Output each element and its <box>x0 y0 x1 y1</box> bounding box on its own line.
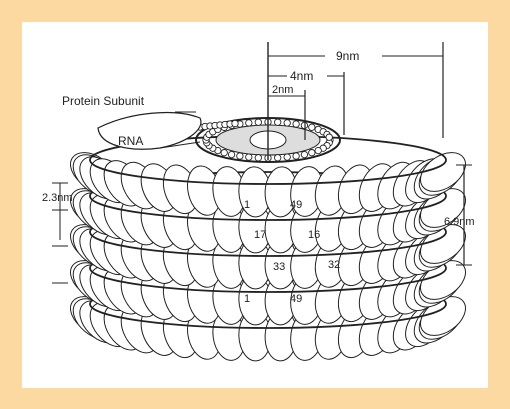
dimension-4nm-label: 4nm <box>290 69 313 83</box>
rna-bead <box>275 119 281 125</box>
protein-subunit-label: Protein Subunit <box>62 94 145 108</box>
dimension-9nm-label: 9nm <box>336 49 359 63</box>
rna-bead <box>301 151 307 157</box>
subunit-number: 49 <box>290 293 302 305</box>
dimension-6-9nm-label: 6.9nm <box>444 216 475 228</box>
dimension-2nm-label: 2nm <box>272 84 293 96</box>
rna-bead <box>309 124 315 130</box>
rna-bead <box>284 154 290 160</box>
dimension-2-3nm-label: 2.3nm <box>42 192 73 204</box>
rna-bead <box>315 147 321 153</box>
rna-bead <box>237 153 243 159</box>
rna-bead <box>284 120 290 126</box>
subunit-number: 49 <box>290 199 302 211</box>
rna-bead <box>232 120 238 126</box>
rna-bead <box>293 153 299 159</box>
subunit-number: 33 <box>273 261 285 273</box>
subunit-number: 16 <box>308 229 320 241</box>
rna-bead <box>246 154 252 160</box>
rna-bead <box>293 121 299 127</box>
subunit-number: 32 <box>328 259 340 271</box>
rna-bead <box>326 134 332 140</box>
helix-turns <box>63 136 472 363</box>
rna-bead <box>255 119 261 125</box>
rna-bead <box>255 155 261 161</box>
subunit-number: 1 <box>244 199 250 211</box>
subunit-number: 1 <box>244 293 250 305</box>
rna-bead <box>246 120 252 126</box>
rna-bead <box>309 150 315 156</box>
rna-bead <box>275 155 281 161</box>
rna-label: RNA <box>118 134 143 148</box>
rna-bead <box>221 150 227 156</box>
rna-bead <box>228 151 234 157</box>
subunit-number: 17 <box>254 229 266 241</box>
rna-bead <box>301 122 307 128</box>
